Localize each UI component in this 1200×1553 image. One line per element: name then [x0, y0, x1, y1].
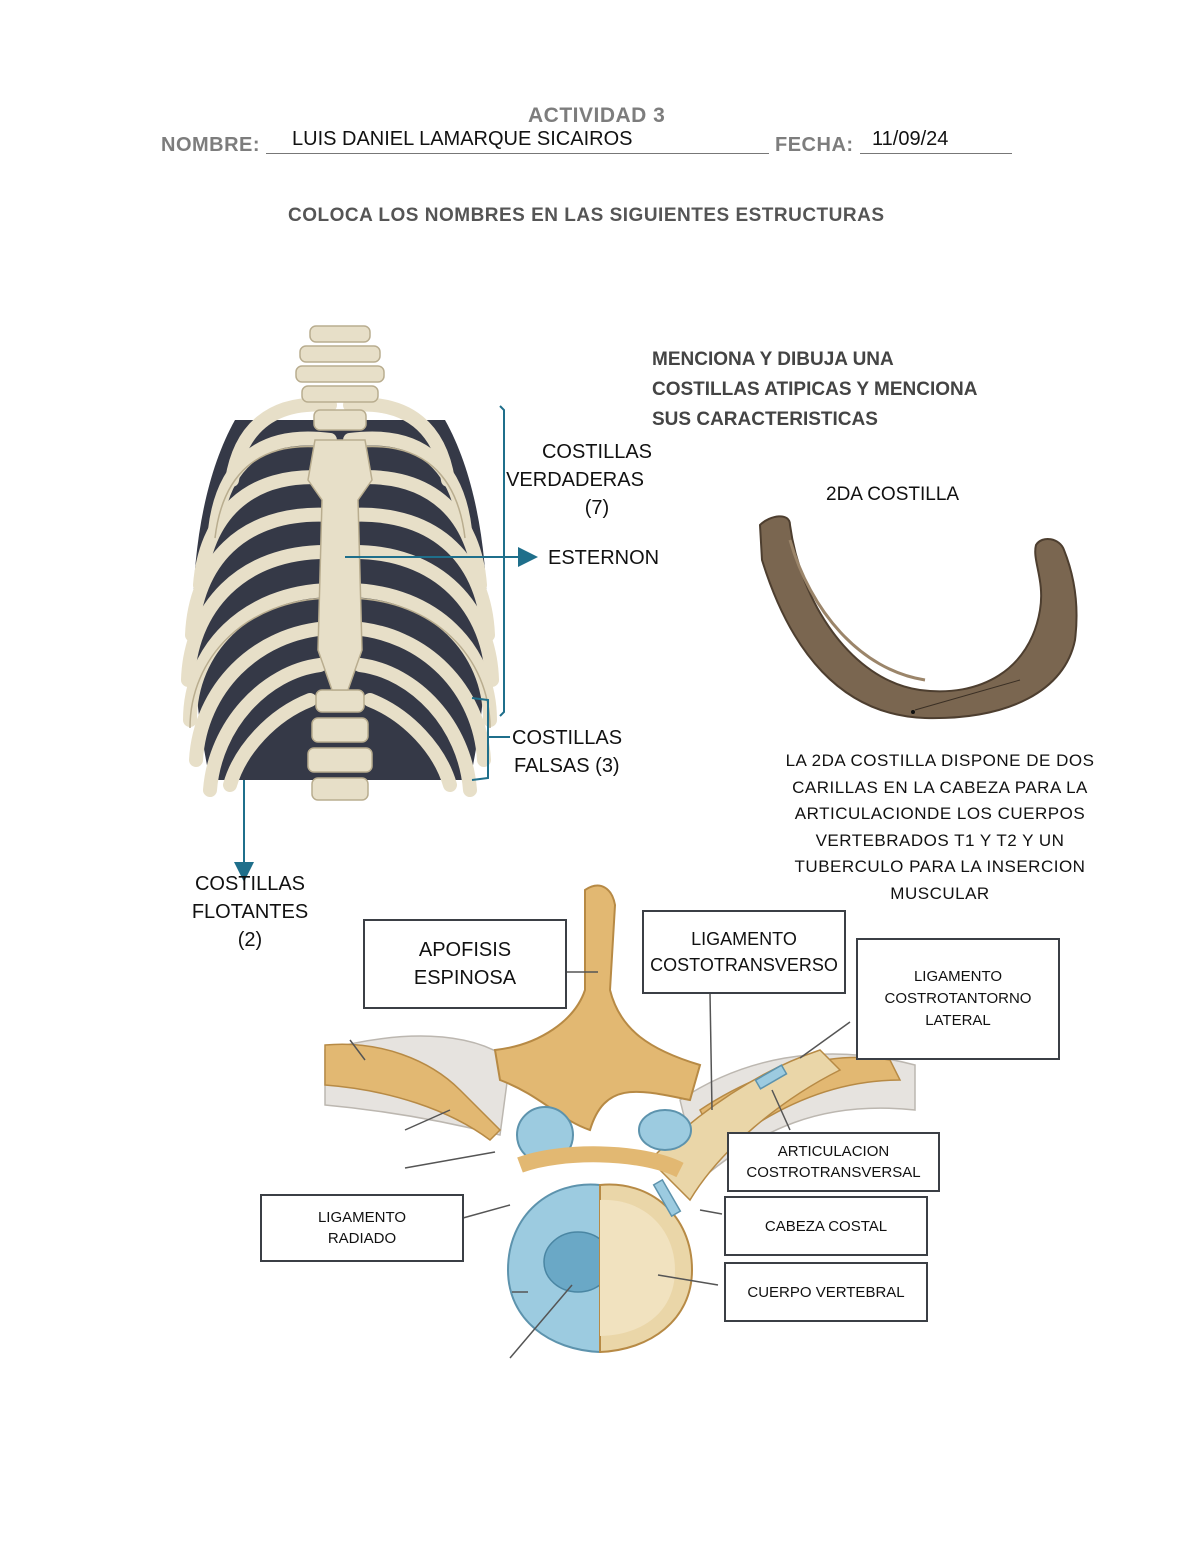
true-ribs-line-1: COSTILLAS	[542, 441, 652, 463]
second-rib-description: LA 2DA COSTILLA DISPONE DE DOS CARILLAS …	[760, 748, 1120, 907]
floating-ribs-line-2: FLOTANTES	[192, 901, 308, 923]
radiate-lig-line-1: LIGAMENTO	[318, 1207, 406, 1228]
lateral-lig-line-1: LIGAMENTO	[885, 966, 1032, 988]
sternum-label: ESTERNON	[548, 544, 659, 572]
floating-ribs-line-3: (2)	[238, 929, 262, 951]
costotransverse-lig-line-1: LIGAMENTO	[650, 926, 838, 952]
desc-line-1: LA 2DA COSTILLA DISPONE DE DOS	[786, 751, 1095, 770]
atypical-prompt-line-3: SUS CARACTERISTICAS	[652, 409, 878, 430]
true-ribs-label: COSTILLAS VERDADERAS (7)	[538, 438, 656, 522]
costotransverse-joint-line-1: ARTICULACION	[746, 1141, 920, 1162]
desc-line-2: CARILLAS EN LA CABEZA PARA LA	[792, 778, 1088, 797]
false-ribs-line-2: FALSAS (3)	[514, 755, 620, 777]
ribcage-illustration	[188, 326, 492, 800]
lateral-lig-line-3: LATERAL	[885, 1010, 1032, 1032]
costotransverse-lig-line-2: COSTOTRANSVERSO	[650, 952, 838, 978]
second-rib-title: 2DA COSTILLA	[826, 484, 959, 506]
floating-ribs-label: COSTILLAS FLOTANTES (2)	[180, 870, 320, 954]
radiate-ligament-box: LIGAMENTO RADIADO	[260, 1194, 464, 1262]
desc-line-6: MUSCULAR	[890, 884, 989, 903]
spinous-line-2: ESPINOSA	[414, 964, 516, 992]
vertebral-body-box: CUERPO VERTEBRAL	[724, 1262, 928, 1322]
second-rib-illustration	[760, 516, 1077, 718]
false-ribs-line-1: COSTILLAS	[512, 727, 622, 749]
spinous-line-1: APOFISIS	[414, 936, 516, 964]
atypical-prompt-line-1: MENCIONA Y DIBUJA UNA	[652, 349, 894, 370]
atypical-prompt-line-2: COSTILLAS ATIPICAS Y MENCIONA	[652, 379, 978, 400]
costotransverse-joint-box: ARTICULACION COSTROTRANSVERSAL	[727, 1132, 940, 1192]
false-ribs-label: COSTILLAS FALSAS (3)	[512, 724, 630, 780]
desc-line-3: ARTICULACIONDE LOS CUERPOS	[795, 804, 1085, 823]
radiate-lig-line-2: RADIADO	[318, 1228, 406, 1249]
floating-ribs-line-1: COSTILLAS	[195, 873, 305, 895]
rib-head-box: CABEZA COSTAL	[724, 1196, 928, 1256]
lateral-lig-line-2: COSTROTANTORNO	[885, 988, 1032, 1010]
rib-head-label: CABEZA COSTAL	[765, 1218, 887, 1235]
desc-line-4: VERTEBRADOS T1 Y T2 Y UN	[816, 831, 1065, 850]
lateral-ligament-box: LIGAMENTO COSTROTANTORNO LATERAL	[856, 938, 1060, 1060]
desc-line-5: TUBERCULO PARA LA INSERCION	[795, 857, 1086, 876]
costotransverse-ligament-box: LIGAMENTO COSTOTRANSVERSO	[642, 910, 846, 994]
costotransverse-joint-line-2: COSTROTRANSVERSAL	[746, 1162, 920, 1183]
spinous-process-box: APOFISIS ESPINOSA	[363, 919, 567, 1009]
atypical-prompt: MENCIONA Y DIBUJA UNA COSTILLAS ATIPICAS…	[652, 345, 978, 435]
vertebral-body-label: CUERPO VERTEBRAL	[747, 1284, 904, 1301]
